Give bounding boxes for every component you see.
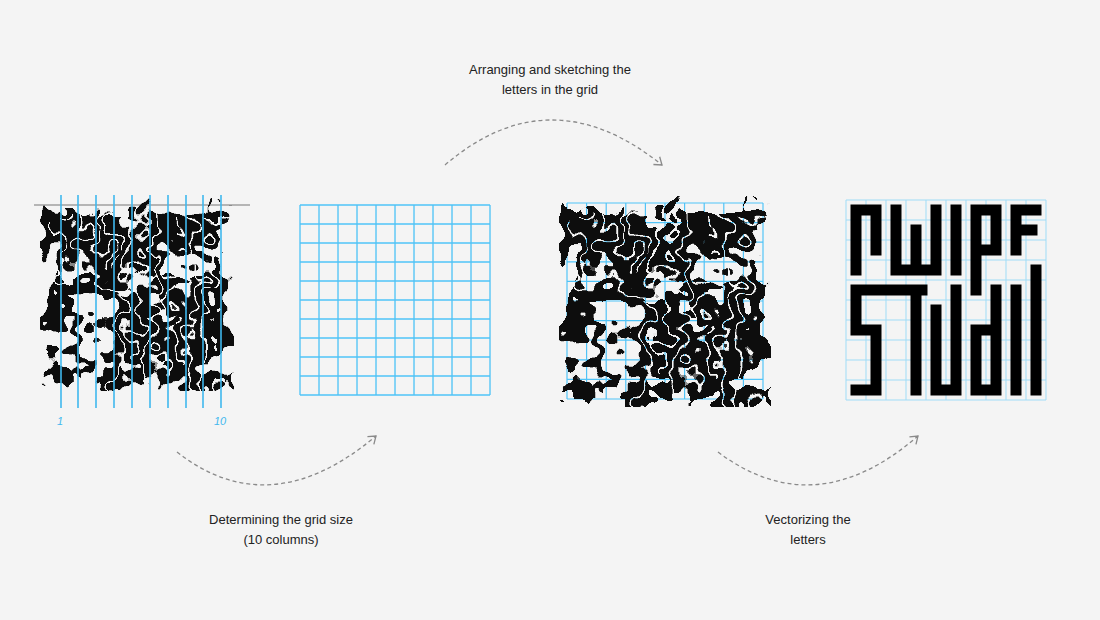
baseline	[34, 205, 250, 206]
vector-grid	[846, 200, 1046, 400]
step-arrow	[718, 436, 918, 485]
step-caption: Determining the grid size (10 columns)	[206, 510, 356, 550]
step-caption: Vectorizing the letters	[765, 510, 851, 550]
step-arrow	[177, 436, 376, 485]
column-lines	[61, 195, 221, 408]
sketch-grid	[567, 203, 763, 399]
empty-grid	[300, 205, 490, 395]
grid-sketch	[577, 213, 753, 389]
step-caption: Arranging and sketching the letters in t…	[455, 60, 645, 100]
column-number: 10	[205, 414, 235, 428]
step-arrow	[445, 120, 662, 165]
hand-sketch	[57, 214, 217, 374]
vector-logo	[856, 210, 1036, 390]
column-number: 1	[48, 414, 72, 428]
